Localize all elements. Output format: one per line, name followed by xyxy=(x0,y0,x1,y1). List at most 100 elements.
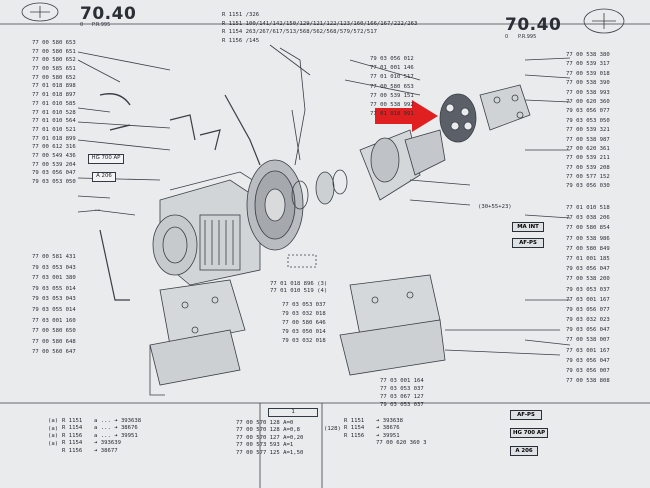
part-number: 77 00 580 652 xyxy=(32,74,76,81)
part-number: 77 01 010 564 xyxy=(32,118,76,125)
footer-text: ➜ 393639 xyxy=(94,440,121,447)
shim-row: 77 00 570 128 A=0 xyxy=(236,420,294,426)
footer-model: R 1154 xyxy=(62,425,83,432)
part-number: 77 00 585 651 xyxy=(32,66,76,73)
right-code: P.R.995 xyxy=(518,34,537,40)
footer-model: R 1151 xyxy=(62,418,83,424)
part-number: 77 00 539 208 xyxy=(566,164,610,171)
bracket-label: 79 03 032 018 xyxy=(282,311,326,317)
ratio-label: (30+55+23) xyxy=(478,204,512,210)
bracket-label: 79 03 032 018 xyxy=(282,338,326,344)
part-number: 79 03 055 014 xyxy=(32,285,76,292)
part-number: 77 01 010 528 xyxy=(32,109,76,116)
bracket-label: 79 03 050 014 xyxy=(282,329,326,335)
shim-row: 77 00 570 127 A=0,20 xyxy=(236,434,304,441)
part-number: 77 00 539 204 xyxy=(32,161,76,168)
part-number: 77 03 001 167 xyxy=(566,347,610,354)
part-number: 79 03 053 037 xyxy=(566,286,610,293)
footer-badge: A 206 xyxy=(510,446,538,456)
part-number: 77 01 018 898 xyxy=(32,83,76,90)
part-number: 77 00 539 018 xyxy=(566,70,610,77)
footer-row: 77 00 620 360 3 xyxy=(344,440,427,447)
footer-text: ➜ 38677 xyxy=(94,447,118,454)
footer-row: R 1154 ➜ 393639 xyxy=(62,440,141,447)
footer-model: R 1154 xyxy=(62,440,83,447)
part-number: 77 01 010 521 xyxy=(32,126,76,133)
footer-row: R 1151➜ 393638 xyxy=(344,418,427,425)
part-number: 77 03 001 380 xyxy=(32,275,76,282)
footer-text: 77 00 620 360 3 xyxy=(376,440,427,447)
part-number: 77 03 038 206 xyxy=(566,215,610,222)
shim-row: 77 00 573 593 A=1 xyxy=(236,442,294,449)
part-number: 77 00 549 436 xyxy=(32,152,76,159)
part-number: 77 00 538 390 xyxy=(566,80,610,87)
footer-row: R 1154 a ... ➜ 38676 xyxy=(62,425,141,432)
left-code: P.R.995 xyxy=(92,22,111,28)
bottom-label: 77 03 067 127 xyxy=(380,394,424,400)
part-number: 77 01 001 146 xyxy=(370,65,414,72)
shim-row: 77 00 577 125 A=1,50 xyxy=(236,449,304,456)
left-sub: 0 xyxy=(80,22,84,28)
footer-model: R 1154 xyxy=(344,425,365,432)
part-number: 79 03 056 077 xyxy=(566,108,610,115)
footer-row: R 1156 ➜ 39951 xyxy=(344,433,427,440)
a206-box: A 206 xyxy=(92,172,116,182)
part-number: 79 03 032 023 xyxy=(566,317,610,324)
footer-text: a ... ➜ 38676 xyxy=(94,425,138,432)
part-number: 77 00 538 808 xyxy=(566,378,610,385)
page-number-left: 70.40 xyxy=(80,4,137,24)
part-number: 79 03 056 047 xyxy=(32,170,76,177)
right-sub: 0 xyxy=(505,34,509,40)
hg700ap-box: HG 700 AP xyxy=(88,154,124,164)
bottom-label: 77 03 001 164 xyxy=(380,378,424,384)
part-number: 77 03 001 167 xyxy=(566,296,610,303)
part-number: 77 00 538 007 xyxy=(566,337,610,344)
footer-badge: HG 700 AP xyxy=(510,428,548,438)
afps-box: AF-PS xyxy=(512,238,544,248)
maint-box: MA INT xyxy=(512,222,544,232)
part-number: 77 00 580 648 xyxy=(32,338,76,345)
part-number: 77 00 539 321 xyxy=(566,127,610,134)
part-number: 77 01 018 991 xyxy=(370,111,414,118)
part-number: 77 00 580 653 xyxy=(370,83,414,90)
part-number: 77 00 538 987 xyxy=(566,136,610,143)
oil-label-2: 77 01 010 519 (4) xyxy=(270,288,328,294)
part-number: 77 01 010 585 xyxy=(32,100,76,107)
footer-row: R 1154➜ 38676 xyxy=(344,425,427,432)
part-number: 79 03 056 007 xyxy=(566,368,610,374)
part-number: 77 00 580 849 xyxy=(566,245,610,252)
part-number: 77 00 612 316 xyxy=(32,144,76,151)
part-number: 77 00 580 651 xyxy=(32,48,76,55)
part-number: 77 00 577 152 xyxy=(566,174,610,181)
part-number: 77 00 620 360 xyxy=(566,98,610,105)
shim-row: 77 00 570 128 A=0,8 xyxy=(236,427,300,434)
part-number: 77 00 580 854 xyxy=(566,225,610,232)
footer-model: R 1156 xyxy=(344,432,365,439)
part-number: 77 00 580 653 xyxy=(32,40,76,46)
part-number: 79 03 056 030 xyxy=(566,183,610,190)
footer-prefix-128: (128) xyxy=(324,426,341,432)
footer-badge: AF-PS xyxy=(510,410,542,420)
part-number: 77 00 620 361 xyxy=(566,145,610,152)
part-number: 79 03 056 047 xyxy=(566,327,610,334)
model-line: R 1156 /145 xyxy=(222,38,260,44)
footer-text: ➜ 39951 xyxy=(376,432,400,439)
model-line: R 1151 100/141/142/150/129/121/122/123/1… xyxy=(222,21,418,27)
bracket-label: 77 03 053 037 xyxy=(282,302,326,308)
part-number: 77 01 018 897 xyxy=(32,92,76,99)
part-number: 77 01 010 518 xyxy=(566,205,610,211)
part-number: 77 00 538 380 xyxy=(566,52,610,58)
part-number: 77 03 001 160 xyxy=(32,317,76,324)
